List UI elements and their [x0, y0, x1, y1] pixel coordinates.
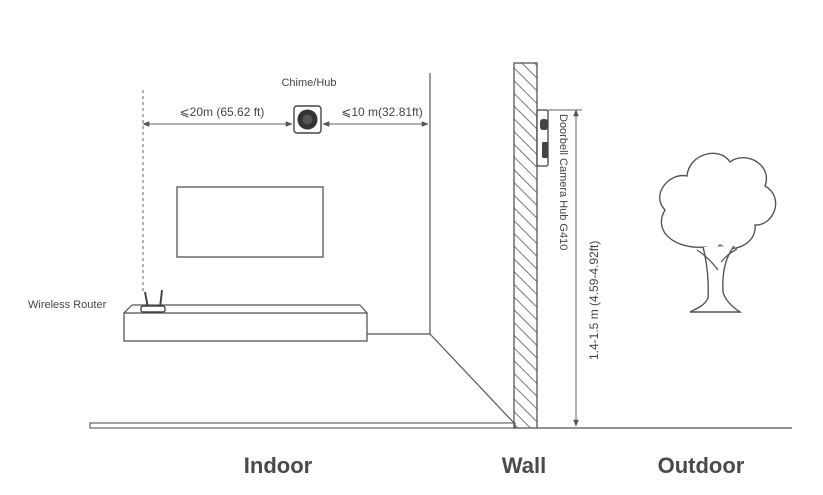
mount-height-label: 1.4-1.5 m (4.59-4.92ft) [587, 241, 601, 360]
zone-outdoor-label: Outdoor [658, 453, 745, 478]
room-corner [367, 73, 515, 424]
zone-wall-label: Wall [502, 453, 546, 478]
tree-icon [659, 152, 777, 313]
doorbell-icon [536, 109, 549, 167]
range-router-label: ⩽20m (65.62 ft) [180, 105, 265, 119]
range-wall-label: ⩽10 m(32.81ft) [341, 105, 422, 119]
doorbell-device-label: Doorbell Camera Hub G410 [557, 114, 569, 250]
tv-icon [176, 186, 324, 258]
mount-height-dimension [548, 109, 582, 427]
floor [89, 422, 792, 429]
wall-hatch [513, 62, 538, 429]
chime-hub-label: Chime/Hub [281, 77, 336, 89]
cabinet-icon [123, 304, 368, 342]
chime-hub-icon [293, 105, 322, 134]
wireless-router-label: Wireless Router [28, 299, 107, 311]
zone-indoor-label: Indoor [244, 453, 313, 478]
router-icon [140, 289, 166, 313]
